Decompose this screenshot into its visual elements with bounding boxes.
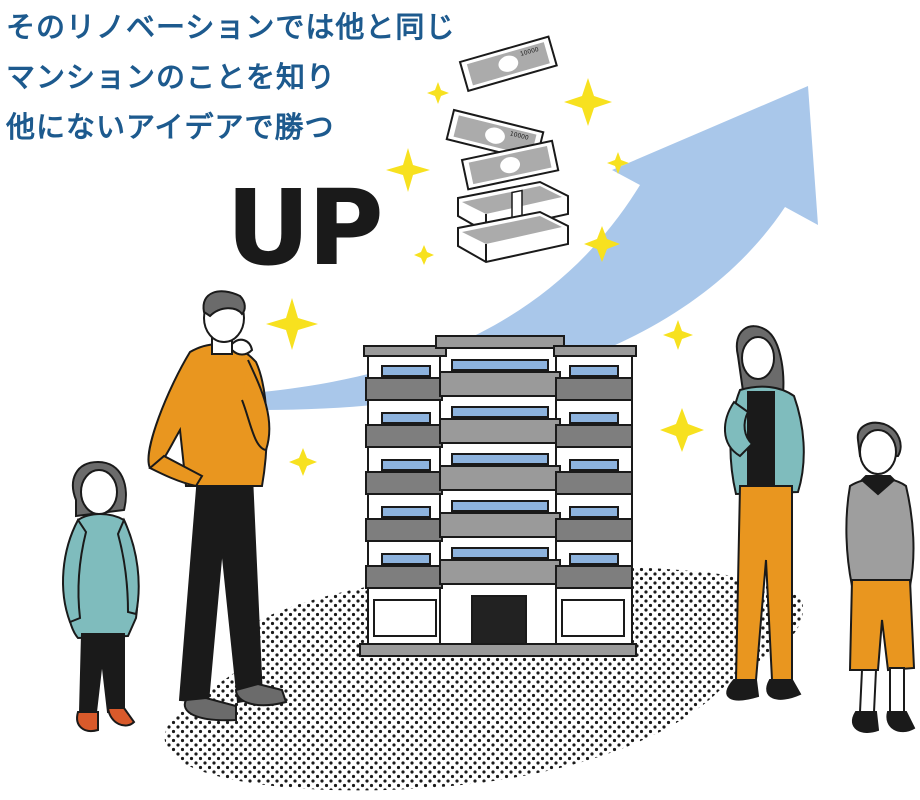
banknote-icon: 10000 — [459, 35, 558, 92]
headline-line-3: 他にないアイデアで勝つ — [6, 110, 335, 144]
headline-line-2: マンションのことを知り — [6, 60, 337, 94]
balcony — [439, 371, 561, 397]
sparkle-icon — [386, 148, 430, 192]
sparkle-icon — [584, 226, 620, 262]
banknote-stack-icon — [457, 180, 569, 264]
window — [451, 406, 549, 418]
balcony — [365, 377, 443, 401]
balcony — [555, 518, 633, 542]
balcony — [365, 518, 443, 542]
building-base — [359, 643, 637, 657]
sparkles — [266, 78, 704, 476]
window — [569, 553, 619, 565]
window — [381, 553, 431, 565]
sparkle-icon — [663, 320, 693, 350]
balcony — [555, 565, 633, 589]
balcony — [365, 471, 443, 495]
banknotes: 10000 10000 — [445, 35, 569, 264]
window — [381, 412, 431, 424]
sparkle-icon — [607, 152, 629, 174]
balcony — [365, 424, 443, 448]
sparkle-icon — [427, 82, 449, 104]
person-boy — [845, 421, 916, 733]
headline: そのリノベーションでは他と同じ マンションのことを知り 他にないアイデアで勝つ — [6, 2, 506, 152]
window — [451, 500, 549, 512]
banknote-label: 10000 — [509, 130, 529, 141]
window — [569, 365, 619, 377]
up-arrow-icon — [262, 86, 818, 410]
person-mother — [723, 325, 805, 701]
sparkle-icon — [564, 78, 612, 126]
building-floors — [365, 359, 633, 637]
balcony — [555, 471, 633, 495]
window — [381, 365, 431, 377]
sparkle-icon — [266, 298, 318, 350]
balcony — [439, 512, 561, 538]
sparkle-icon — [414, 245, 434, 265]
person-girl — [62, 460, 140, 732]
window — [569, 412, 619, 424]
window — [451, 359, 549, 371]
person-father — [147, 290, 288, 722]
window — [381, 459, 431, 471]
up-label: UP — [226, 167, 381, 289]
balcony — [555, 377, 633, 401]
balcony — [439, 418, 561, 444]
ground-panel — [561, 599, 625, 637]
sparkle-icon — [660, 408, 704, 452]
balcony — [439, 465, 561, 491]
window — [381, 506, 431, 518]
dotted-ground — [164, 566, 803, 791]
sparkle-icon — [289, 448, 317, 476]
headline-line-1: そのリノベーションでは他と同じ — [6, 10, 456, 44]
window — [569, 506, 619, 518]
balcony — [555, 424, 633, 448]
window — [569, 459, 619, 471]
window — [451, 547, 549, 559]
balcony — [365, 565, 443, 589]
banknote-icon: 10000 — [445, 109, 545, 163]
window — [451, 453, 549, 465]
ground-panel — [373, 599, 437, 637]
balcony — [439, 559, 561, 585]
